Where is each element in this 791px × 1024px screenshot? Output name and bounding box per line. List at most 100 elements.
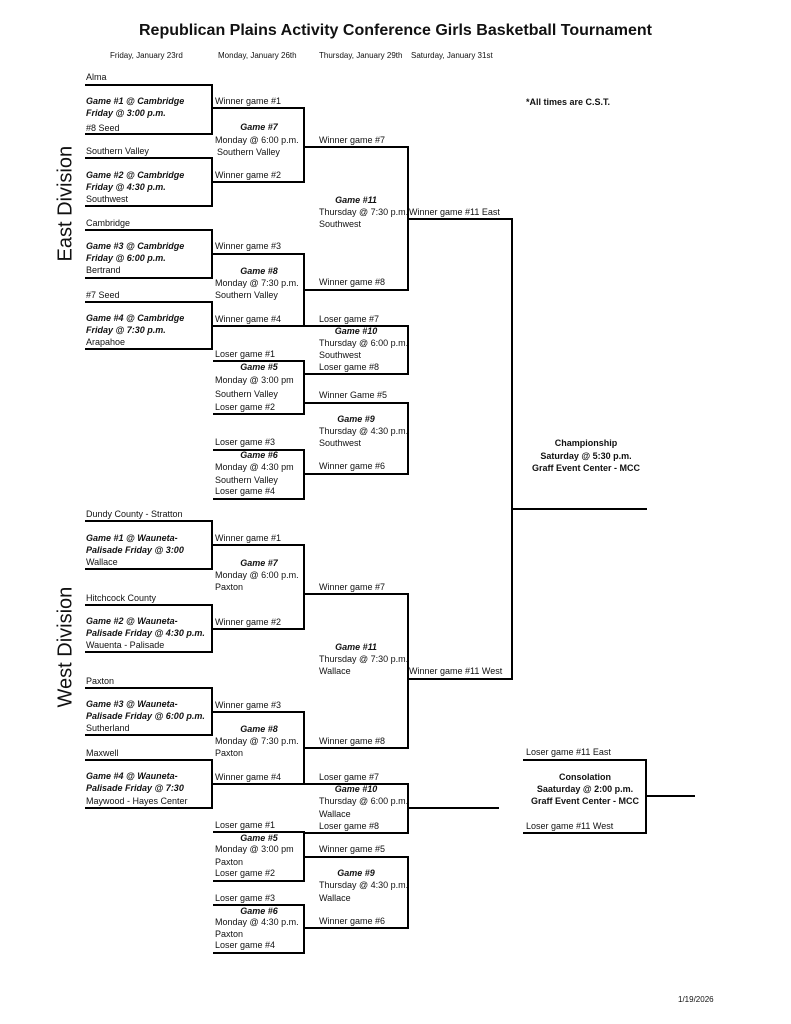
west-g11-site: Wallace (319, 666, 351, 676)
west-g3-top-team: Paxton (86, 676, 115, 686)
west-g7-bottom: Winner game #2 (215, 617, 282, 627)
bracket-line (213, 360, 305, 362)
east-g6-time: Monday @ 4:30 pm (215, 462, 294, 472)
east-g3-bottom-team: Bertrand (86, 265, 121, 275)
championship-site: Graff Event Center - MCC (531, 463, 640, 473)
consolation-time: Saaturday @ 2:00 p.m. (536, 784, 634, 794)
west-final-label: Winner game #11 West (409, 666, 503, 676)
bracket-line (407, 325, 409, 374)
consolation-site: Graff Event Center - MCC (530, 796, 639, 806)
page-title: Republican Plains Activity Conference Gi… (138, 22, 653, 39)
east-g8-bottom: Winner game #4 (215, 314, 282, 324)
bracket-line (305, 289, 409, 291)
west-g1-top-team: Dundy County - Stratton (86, 509, 183, 519)
bracket-line (85, 520, 213, 522)
time-zone-note: *All times are C.S.T. (526, 97, 611, 107)
bracket-line (303, 711, 305, 784)
east-g6-bottom: Loser game #4 (215, 486, 276, 496)
consolation-bottom: Loser game #11 West (526, 821, 614, 831)
east-g10-bottom: Loser game #8 (319, 362, 380, 372)
east-g2-game: Game #2 @ Cambridge (86, 170, 185, 180)
west-g9-site: Wallace (319, 893, 351, 903)
west-g11-time: Thursday @ 7:30 p.m. (319, 654, 409, 664)
bracket-line (303, 253, 305, 326)
west-g8-game: Game #8 (240, 724, 278, 734)
championship-title: Championship (554, 438, 618, 448)
west-g8-bottom: Winner game #4 (215, 772, 282, 782)
east-g9-top: Winner Game #5 (319, 390, 388, 400)
bracket-line (85, 734, 213, 736)
east-g7-time: Monday @ 6:00 p.m. (215, 135, 299, 145)
bracket-line (85, 651, 213, 653)
east-g11-bottom: Winner game #8 (319, 277, 386, 287)
date-monday: Monday, January 26th (218, 51, 297, 60)
bracket-line (305, 473, 409, 475)
west-g5-time: Monday @ 3:00 pm (215, 844, 294, 854)
west-g1-time: Palisade Friday @ 3:00 (86, 545, 184, 555)
bracket-line (85, 205, 213, 207)
consolation-title: Consolation (559, 772, 611, 782)
bracket-line (303, 360, 305, 414)
west-g2-game: Game #2 @ Wauneta- (86, 616, 178, 626)
bracket-line (85, 807, 213, 809)
west-g11-top: Winner game #7 (319, 582, 386, 592)
east-g3-top-team: Cambridge (86, 218, 131, 228)
bracket-line (305, 593, 409, 595)
east-g10-time: Thursday @ 6:00 p.m. (319, 338, 409, 348)
east-g1-game: Game #1 @ Cambridge (86, 96, 185, 106)
bracket-line (213, 253, 305, 255)
bracket-line (305, 856, 409, 858)
bracket-line (409, 678, 513, 680)
bracket-line (211, 520, 213, 569)
west-g2-bottom-team: Wauenta - Palisade (86, 640, 165, 650)
bracket-line (305, 325, 409, 327)
east-g8-time: Monday @ 7:30 p.m. (215, 278, 299, 288)
east-g4-top-team: #7 Seed (86, 290, 120, 300)
consolation-top: Loser game #11 East (526, 747, 611, 757)
west-g11-bottom: Winner game #8 (319, 736, 386, 746)
bracket-line (211, 84, 213, 134)
east-g7-game: Game #7 (240, 122, 278, 132)
west-g3-game: Game #3 @ Wauneta- (86, 699, 178, 709)
bracket-line (409, 807, 499, 809)
west-g1-game: Game #1 @ Wauneta- (86, 533, 178, 543)
bracket-line (85, 604, 213, 606)
bracket-line (407, 856, 409, 928)
east-g2-top-team: Southern Valley (86, 146, 149, 156)
east-g1-top-team: Alma (86, 72, 107, 82)
west-g9-top: Winner game #5 (319, 844, 386, 854)
west-g4-game: Game #4 @ Wauneta- (86, 771, 178, 781)
east-division-label: East Division (54, 145, 77, 262)
west-g6-site: Paxton (215, 929, 244, 939)
east-g9-time: Thursday @ 4:30 p.m. (319, 426, 409, 436)
west-g3-bottom-team: Sutherland (86, 723, 130, 733)
bracket-line (303, 107, 305, 182)
bracket-line (85, 84, 213, 86)
bracket-line (213, 831, 305, 833)
bracket-line (211, 604, 213, 652)
east-g6-game: Game #6 (240, 450, 278, 460)
bracket-line (213, 904, 305, 906)
bracket-line (85, 301, 213, 303)
west-g10-site: Wallace (319, 809, 351, 819)
west-g5-site: Paxton (215, 857, 244, 867)
west-g2-time: Palisade Friday @ 4:30 p.m. (86, 628, 205, 638)
east-g8-top: Winner game #3 (215, 241, 282, 251)
bracket-line (85, 687, 213, 689)
east-g4-time: Friday @ 7:30 p.m. (86, 325, 166, 335)
west-g7-site: Paxton (215, 582, 244, 592)
west-g10-time: Thursday @ 6:00 p.m. (319, 796, 409, 806)
east-g4-game: Game #4 @ Cambridge (86, 313, 185, 323)
west-g4-bottom-team: Maywood - Hayes Center (86, 796, 188, 806)
west-g8-top: Winner game #3 (215, 700, 282, 710)
bracket-line (523, 759, 647, 761)
bracket-line (211, 759, 213, 808)
bracket-line (213, 880, 305, 882)
west-g4-time: Palisade Friday @ 7:30 (86, 783, 184, 793)
east-g2-time: Friday @ 4:30 p.m. (86, 182, 166, 192)
west-g7-time: Monday @ 6:00 p.m. (215, 570, 299, 580)
bracket-line (213, 498, 305, 500)
championship-time: Saturday @ 5:30 p.m. (540, 451, 632, 461)
bracket-line (211, 687, 213, 735)
bracket-line (409, 218, 513, 220)
